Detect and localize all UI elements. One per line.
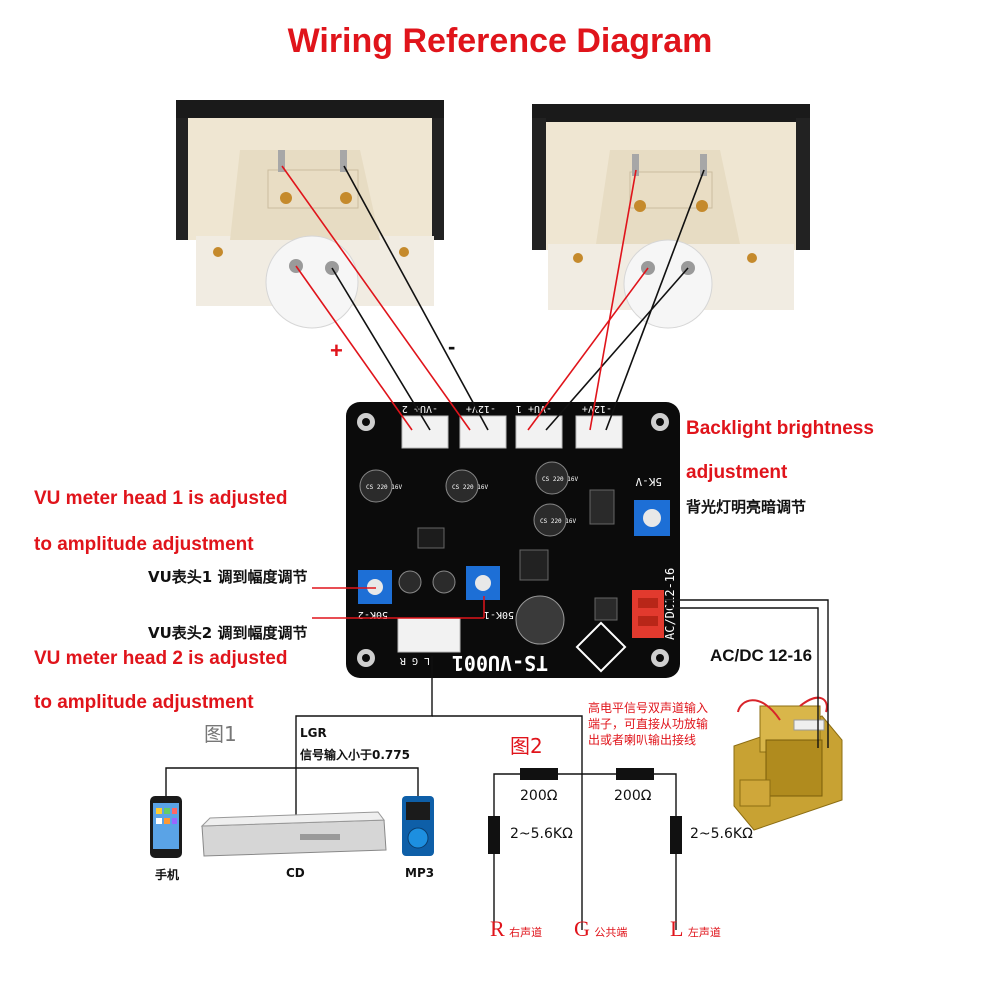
channel-l-name: 左声道 (687, 926, 721, 939)
backlight-label-cn: 背光灯明亮暗调节 (686, 498, 807, 516)
power-wires (664, 599, 829, 748)
channel-l: L 左声道 (670, 916, 721, 942)
fig2-note: 高电平信号双声道输入端子，可直接从功放输出或者喇叭输出接线 (588, 701, 709, 747)
res-label-200-2: 200Ω (614, 788, 652, 804)
pcb-header-label: -VU+ 1 (516, 403, 552, 414)
fig2-label: 图2 (510, 734, 543, 758)
transformer (733, 696, 843, 831)
resistor-shunt-2 (670, 816, 682, 854)
vu2-label-line2: to amplitude adjustment (34, 692, 254, 713)
channel-r-letter: R (490, 916, 505, 941)
pcb-power-port-text: AC/DC12-16 (663, 568, 677, 640)
channel-g-letter: G (574, 916, 590, 941)
device-label-cd: CD (286, 866, 305, 880)
lgr-label: LGR (300, 726, 327, 740)
pcb-header-label: -VU+ 2 (402, 403, 438, 414)
backlight-label-line2: adjustment (686, 462, 788, 483)
pcb-cap-label: CS 220 16V (452, 484, 489, 491)
meter-wires (281, 165, 705, 431)
vu2-label-cn: VU表头2 调到幅度调节 (148, 624, 308, 642)
pcb-pot-label: 50K-1 (484, 609, 514, 620)
fig1-label: 图1 (204, 722, 237, 746)
device-label-mp3: MP3 (405, 866, 435, 880)
vu-driver-pcb (346, 402, 680, 678)
resistor-200-2 (616, 768, 654, 780)
input-note-label: 信号输入小于0.775 (300, 748, 410, 762)
channel-g-name: 公共端 (594, 926, 628, 939)
vu1-label-cn: VU表头1 调到幅度调节 (148, 568, 308, 586)
channel-r: R 右声道 (490, 916, 542, 942)
channel-g: G 公共端 (574, 916, 627, 942)
mp3-device (402, 796, 434, 856)
vu-meter-1 (176, 100, 444, 329)
vu1-label-line2: to amplitude adjustment (34, 534, 254, 555)
pcb-model-text: TS-VU001 (452, 651, 548, 675)
page-title: Wiring Reference Diagram (287, 22, 713, 60)
phone-device (150, 796, 182, 858)
pcb-pot-label: 50K-2 (358, 609, 388, 620)
backlight-label-line1: Backlight brightness (686, 418, 874, 439)
pcb-cap-label: CS 220 16V (366, 484, 403, 491)
pcb-pot-label: 5K-V (635, 475, 662, 488)
pcb-header-label: -12V+ (466, 403, 496, 414)
plus-marker: + (330, 338, 343, 363)
channel-l-letter: L (670, 916, 684, 941)
minus-marker: - (448, 334, 456, 359)
vu1-label-line1: VU meter head 1 is adjusted (34, 488, 288, 509)
channel-r-name: 右声道 (509, 926, 543, 939)
pcb-header-label: -12V+ (582, 403, 612, 414)
res-label-shunt-2: 2~5.6KΩ (690, 826, 753, 842)
vu-meter-2 (532, 104, 810, 329)
vu2-label-line1: VU meter head 2 is adjusted (34, 648, 288, 669)
pcb-cap-label: CS 220 16V (542, 476, 579, 483)
cd-player-device (200, 811, 387, 857)
fig1-wiring (165, 656, 583, 930)
resistor-200-1 (520, 768, 558, 780)
pcb-cap-label: CS 220 16V (540, 518, 577, 525)
res-label-200-1: 200Ω (520, 788, 558, 804)
acdc-label: AC/DC 12-16 (710, 646, 813, 665)
pcb-input-pins-text: L G R (399, 655, 430, 666)
device-label-phone: 手机 (155, 868, 180, 882)
resistor-shunt-1 (488, 816, 500, 854)
res-label-shunt-1: 2~5.6KΩ (510, 826, 573, 842)
